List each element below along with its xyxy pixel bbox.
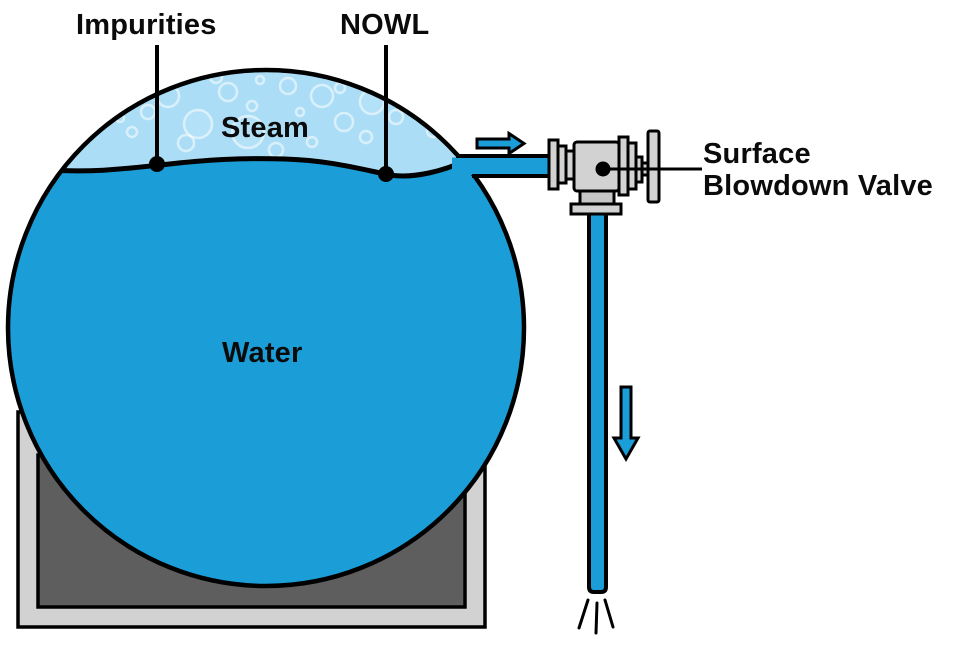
steam-pipe-horizontal — [452, 154, 553, 178]
valve-handwheel — [646, 129, 661, 204]
water-label: Water — [222, 337, 303, 369]
valve-leader-dot-icon — [595, 161, 611, 177]
surface-blowdown-valve — [547, 129, 661, 216]
steam-region-group — [25, 72, 487, 179]
valve-label-line2: Blowdown Valve — [703, 170, 934, 202]
water-region — [8, 70, 524, 586]
blowdown-pipe-vertical — [587, 204, 608, 594]
steam-label: Steam — [221, 112, 310, 144]
impurities-label: Impurities — [76, 9, 217, 41]
impurities-leader-dot-icon — [149, 156, 165, 172]
pipe-horizontal-fill — [452, 157, 553, 175]
waterline — [49, 149, 487, 179]
surface-blowdown-valve-label: Surface Blowdown Valve — [703, 138, 933, 202]
nowl-label: NOWL — [340, 9, 430, 41]
down-arrow-icon — [611, 385, 641, 463]
boiler-shell-outline — [5, 67, 527, 589]
valve-flange-bottom — [569, 202, 623, 216]
valve-label-line1: Surface — [703, 138, 811, 170]
steam-region — [25, 72, 485, 176]
right-arrow-icon — [475, 130, 527, 157]
spray-lines-icon — [577, 598, 615, 635]
nowl-leader-dot-icon — [378, 166, 394, 182]
